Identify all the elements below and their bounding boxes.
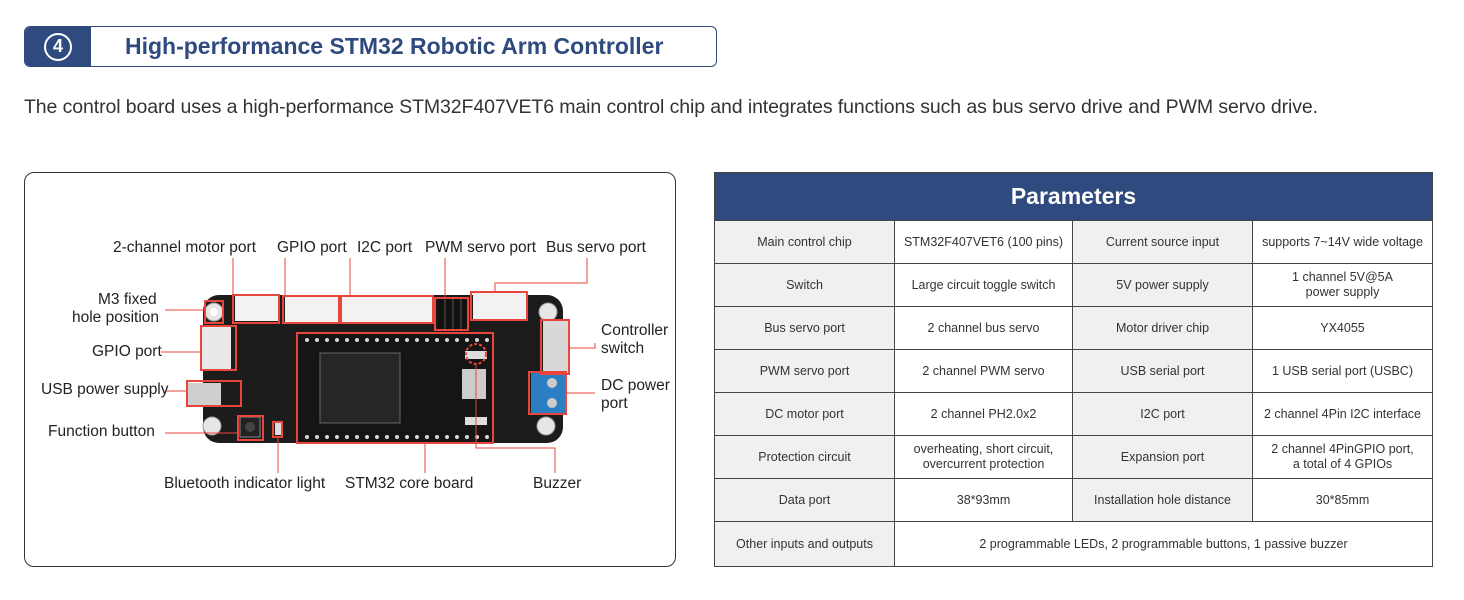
label-m3-hole-line1: M3 fixed — [98, 291, 157, 308]
mcu-chip — [319, 352, 401, 424]
label-motor-port: 2-channel motor port — [113, 239, 257, 256]
parameter-name: Motor driver chip — [1072, 306, 1253, 350]
leader-lines — [161, 258, 596, 473]
parameter-name: Installation hole distance — [1072, 478, 1253, 522]
parameter-value: 2 channel PH2.0x2 — [894, 392, 1073, 436]
label-controller-switch-line2: switch — [601, 340, 645, 357]
section-banner: 4 High-performance STM32 Robotic Arm Con… — [24, 26, 717, 67]
label-bluetooth-light: Bluetooth indicator light — [164, 475, 326, 492]
parameter-value: 2 programmable LEDs, 2 programmable butt… — [894, 521, 1433, 567]
gpio-side-connector — [201, 327, 231, 369]
parameter-value: 2 channel PWM servo — [894, 349, 1073, 393]
parameter-name: Other inputs and outputs — [714, 521, 895, 567]
label-usb-power: USB power supply — [41, 381, 169, 398]
section-number-badge: 4 — [25, 27, 91, 66]
parameter-name: Main control chip — [714, 220, 895, 264]
toggle-switch-shape — [543, 321, 569, 373]
label-function-button: Function button — [48, 423, 155, 440]
parameter-name: Current source input — [1072, 220, 1253, 264]
label-dc-power-line1: DC power — [601, 377, 670, 394]
label-buzzer: Buzzer — [533, 475, 582, 492]
board-illustration — [161, 258, 596, 473]
bt-led — [275, 423, 281, 435]
parameter-name: Protection circuit — [714, 435, 895, 479]
parameter-value: 38*93mm — [894, 478, 1073, 522]
description-text: The control board uses a high-performanc… — [24, 96, 1318, 118]
label-core-board: STM32 core board — [345, 475, 474, 492]
buzzer-shape — [465, 351, 487, 359]
highlight-boxes — [186, 291, 570, 444]
label-bus-servo-port: Bus servo port — [546, 239, 646, 256]
m3-hole-icon — [202, 416, 222, 436]
label-m3-hole-line2: hole position — [72, 309, 160, 326]
section-title: High-performance STM32 Robotic Arm Contr… — [125, 33, 664, 59]
parameter-name: PWM servo port — [714, 349, 895, 393]
parameter-value: YX4055 — [1252, 306, 1433, 350]
parameter-value: supports 7~14V wide voltage — [1252, 220, 1433, 264]
parameter-value: 2 channel 4Pin I2C interface — [1252, 392, 1433, 436]
gpio-connector — [285, 296, 339, 322]
parameter-value: STM32F407VET6 (100 pins) — [894, 220, 1073, 264]
section-number: 4 — [44, 32, 72, 61]
parameter-name: Bus servo port — [714, 306, 895, 350]
label-dc-power-line2: port — [601, 395, 628, 412]
parameter-value: 2 channel 4PinGPIO port,a total of 4 GPI… — [1252, 435, 1433, 479]
parameter-name: Data port — [714, 478, 895, 522]
m3-hole-icon — [536, 416, 556, 436]
parameter-value: overheating, short circuit,overcurrent p… — [894, 435, 1073, 479]
pwm-header — [437, 297, 467, 329]
bus-servo-connector — [473, 293, 527, 319]
usb-port — [187, 383, 221, 407]
parameter-value: 30*85mm — [1252, 478, 1433, 522]
label-gpio-port-top: GPIO port — [277, 239, 347, 256]
label-gpio-port-left: GPIO port — [92, 343, 162, 360]
m3-hole-icon — [538, 302, 558, 322]
parameter-value: Large circuit toggle switch — [894, 263, 1073, 307]
label-controller-switch-line1: Controller — [601, 322, 669, 339]
board-diagram-panel: 2-channel motor port GPIO port I2C port … — [24, 172, 676, 567]
parameter-name: Switch — [714, 263, 895, 307]
parameters-title: Parameters — [714, 172, 1433, 221]
label-i2c-port: I2C port — [357, 239, 413, 256]
parameter-name: Expansion port — [1072, 435, 1253, 479]
motor-connector — [235, 295, 279, 321]
parameter-name: 5V power supply — [1072, 263, 1253, 307]
label-pwm-servo-port: PWM servo port — [425, 239, 537, 256]
i2c-connector — [342, 296, 432, 322]
parameter-name: I2C port — [1072, 392, 1253, 436]
parameter-name: USB serial port — [1072, 349, 1253, 393]
parameter-value: 2 channel bus servo — [894, 306, 1073, 350]
parameter-value: 1 USB serial port (USBC) — [1252, 349, 1433, 393]
parameter-name: DC motor port — [714, 392, 895, 436]
